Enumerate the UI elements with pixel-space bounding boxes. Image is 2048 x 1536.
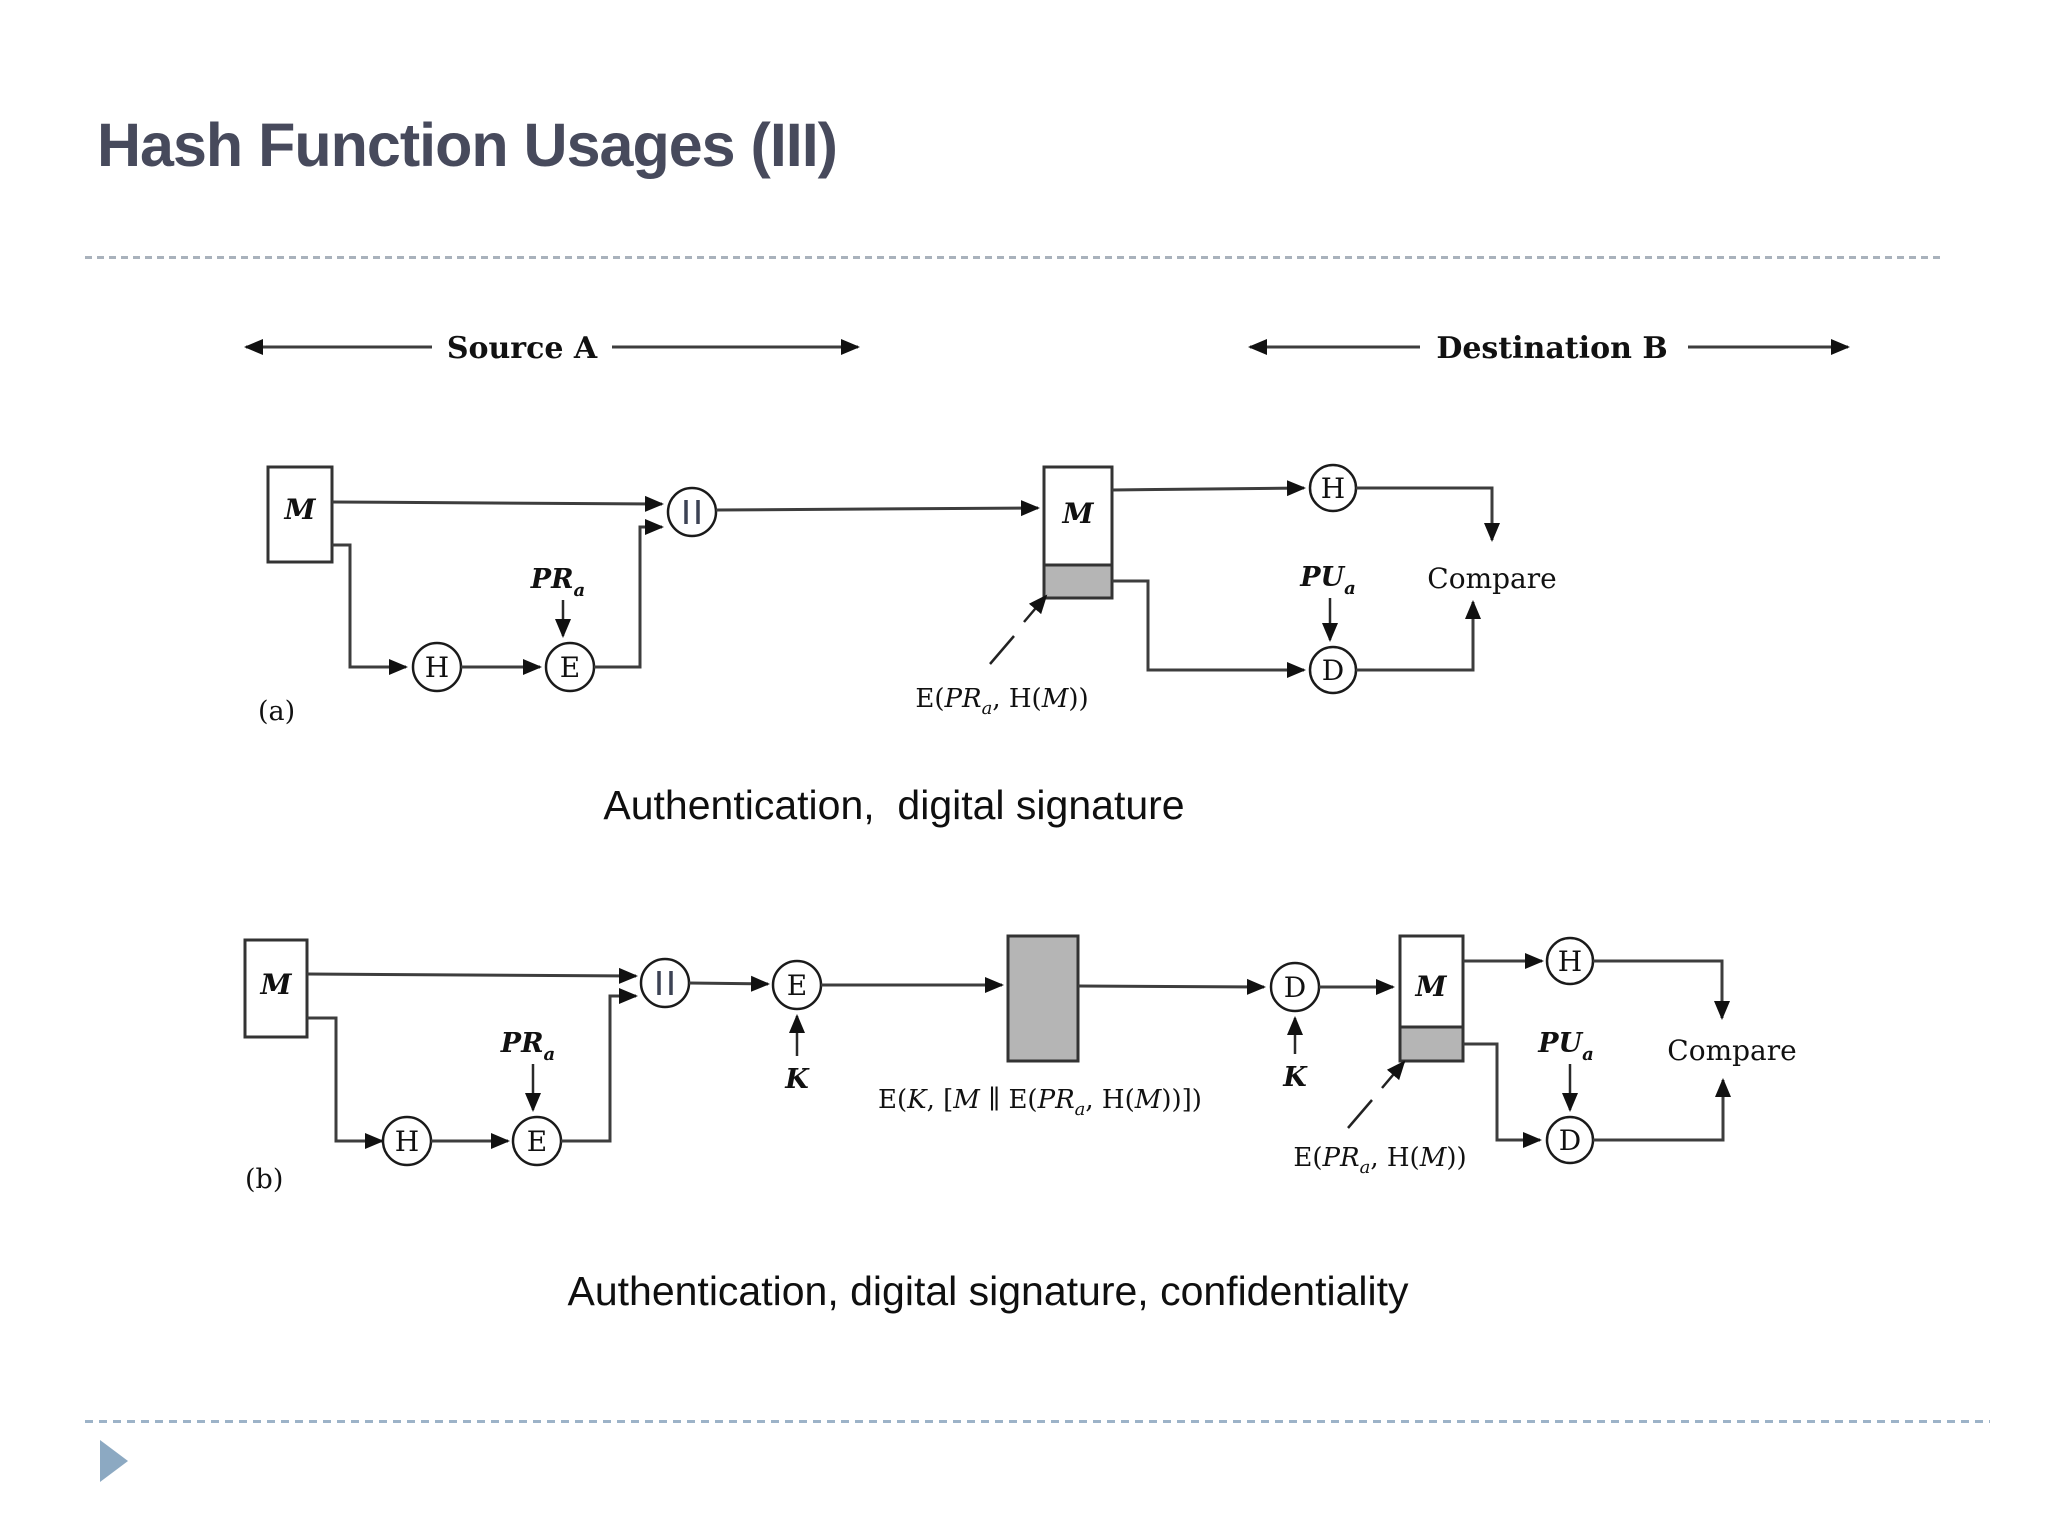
- concat-node: [666, 486, 718, 538]
- diagram-b: M H PRa E E K: [243, 934, 1797, 1195]
- connector: [594, 519, 664, 669]
- connector: [1356, 486, 1500, 542]
- public-key-label: PUa: [1299, 562, 1356, 599]
- footer-divider: [85, 1420, 1990, 1423]
- message-label: M: [1062, 497, 1095, 530]
- diagram-a: M H PRa E M: [258, 463, 1557, 727]
- span-destination-label: Destination B: [1436, 331, 1667, 366]
- connector: [688, 975, 770, 992]
- private-key-label: PRa: [500, 1028, 555, 1065]
- symmetric-key-label: K: [784, 1064, 810, 1095]
- signature-segment: [1042, 563, 1114, 600]
- page-title: Hash Function Usages (III): [97, 111, 838, 179]
- connector: [1593, 959, 1730, 1020]
- pointer-dash: [1023, 594, 1048, 623]
- title-divider: [85, 256, 1945, 259]
- connector: [715, 500, 1040, 517]
- decrypt-label: D: [1322, 654, 1344, 687]
- public-key-label: PUa: [1537, 1028, 1594, 1065]
- connector: [1111, 480, 1306, 497]
- pointer-dash: [989, 635, 1015, 665]
- hash-label: H: [1558, 945, 1582, 978]
- connector: [561, 988, 638, 1143]
- span-source-label: Source A: [447, 331, 598, 366]
- slide-marker-triangle-icon: [100, 1440, 128, 1482]
- message-label: M: [284, 493, 317, 526]
- hash-label: H: [395, 1125, 419, 1158]
- caption-authentication-signature: Authentication, digital signature: [603, 782, 1185, 828]
- figure-a-label: (a): [258, 696, 295, 727]
- concat-node: [639, 957, 691, 1009]
- envelope-formula: E(K, [M ∥ E(PRa, H(M))]): [878, 1085, 1202, 1120]
- message-box: [266, 465, 334, 564]
- pointer-dash: [1347, 1099, 1373, 1129]
- decrypt-label: D: [1559, 1124, 1581, 1157]
- compare-label: Compare: [1667, 1034, 1796, 1067]
- caption-authentication-signature-confidentiality: Authentication, digital signature, confi…: [567, 1268, 1409, 1314]
- ciphertext-block: [1006, 934, 1080, 1063]
- compare-label: Compare: [1427, 562, 1556, 595]
- signature-formula: E(PRa, H(M)): [915, 684, 1088, 719]
- connector: [332, 543, 408, 675]
- hash-label: H: [425, 651, 449, 684]
- connector: [307, 1016, 384, 1149]
- private-key-label: PRa: [530, 564, 585, 601]
- connector: [331, 495, 664, 512]
- signature-segment: [1398, 1025, 1465, 1063]
- hash-label: H: [1321, 472, 1345, 505]
- connector: [1593, 1078, 1731, 1142]
- span-source-a: Source A: [244, 331, 860, 366]
- connector: [306, 967, 638, 984]
- decrypt-label: D: [1284, 971, 1306, 1004]
- connector: [1463, 1042, 1542, 1148]
- encrypt-label: E: [560, 651, 580, 684]
- message-box: [243, 938, 309, 1039]
- encrypt-label: E: [527, 1125, 547, 1158]
- message-label: M: [1415, 970, 1448, 1003]
- span-destination-b: Destination B: [1248, 331, 1850, 366]
- connector: [1112, 579, 1306, 678]
- encrypt-label: E: [787, 969, 807, 1002]
- pointer-dash: [1381, 1060, 1406, 1089]
- symmetric-key-label: K: [1282, 1062, 1308, 1093]
- connector: [1356, 600, 1481, 672]
- message-label: M: [260, 968, 293, 1001]
- signature-formula: E(PRa, H(M)): [1293, 1143, 1466, 1178]
- connector: [1077, 978, 1266, 995]
- figure-b-label: (b): [245, 1164, 283, 1195]
